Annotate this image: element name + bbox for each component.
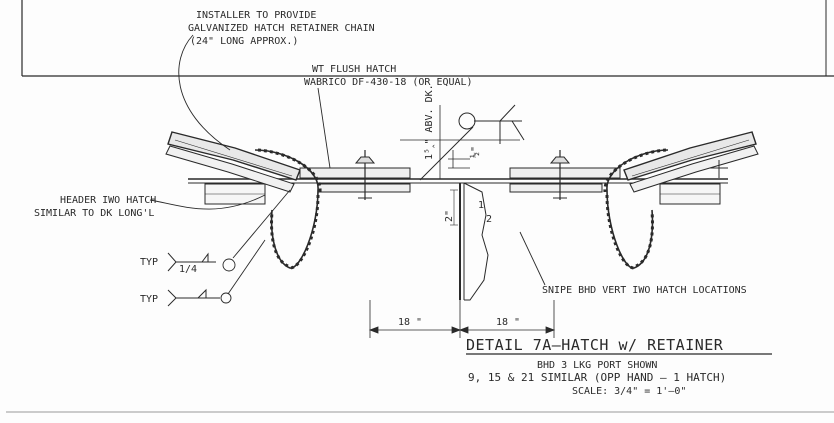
dim-two-inch: 2" xyxy=(444,210,455,222)
detail-title: DETAIL 7A–HATCH w/ RETAINER xyxy=(466,336,724,354)
left-hatch-frame xyxy=(204,150,411,205)
left-retainer-chain xyxy=(254,148,322,270)
detail-subtitle-2: 9, 15 & 21 SIMILAR (OPP HAND – 1 HATCH) xyxy=(468,371,726,384)
dim-above-deck: 1⁵‸" ABV. DK. xyxy=(424,84,435,160)
leader-lines xyxy=(149,34,546,304)
weld-symbols xyxy=(167,252,220,307)
note-installer-2: GALVANIZED HATCH RETAINER CHAIN xyxy=(188,23,375,34)
note-header-2: SIMILAR TO DK LONG'L xyxy=(34,208,154,219)
detail-scale: SCALE: 3/4" = 1'–0" xyxy=(572,386,686,397)
right-hatch-lid xyxy=(623,131,759,193)
right-hatch-frame xyxy=(509,150,728,205)
detail-subtitle-1: BHD 3 LKG PORT SHOWN xyxy=(537,360,657,371)
note-hatch-1: WT FLUSH HATCH xyxy=(312,64,396,75)
dim-left-18: 18 " xyxy=(398,317,422,328)
note-hatch-2: WABRICO DF-430-18 (OR EQUAL) xyxy=(304,77,473,88)
note-snipe: SNIPE BHD VERT IWO HATCH LOCATIONS xyxy=(542,285,747,296)
dim-right-18: 18 " xyxy=(496,317,520,328)
weld-quarter: 1/4 xyxy=(179,264,197,275)
weld-typ-upper: TYP xyxy=(140,257,158,268)
note-installer-3: (24" LONG APPROX.) xyxy=(190,36,298,47)
right-retainer-chain xyxy=(603,148,669,270)
section-flag xyxy=(419,104,525,181)
dim-slope-1: 1 xyxy=(478,200,484,211)
left-hatch-lid xyxy=(165,131,301,193)
dimension-lines xyxy=(368,105,556,338)
note-installer-1: INSTALLER TO PROVIDE xyxy=(196,10,316,21)
dim-slope-2: 2 xyxy=(486,214,492,225)
note-header-1: HEADER IWO HATCH xyxy=(60,195,156,206)
bulkhead-vertical xyxy=(450,182,489,301)
weld-typ-lower: TYP xyxy=(140,294,158,305)
dim-half-inch: ½" xyxy=(469,146,481,158)
sheet-border xyxy=(6,0,834,413)
